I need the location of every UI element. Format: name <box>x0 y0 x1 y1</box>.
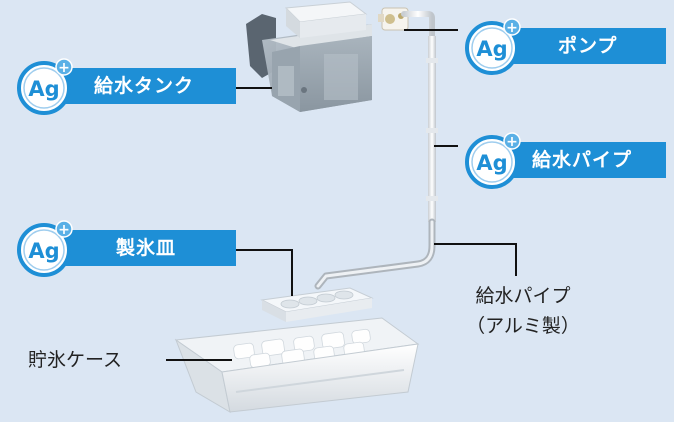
label-ice-storage-case: 貯氷ケース <box>28 348 122 372</box>
ag-badge-icon: Ag+ <box>465 18 521 75</box>
ag-badge-water-tank: Ag+ <box>16 57 74 115</box>
plus-icon-glyph: + <box>58 222 70 238</box>
ag-badge-ring <box>465 135 519 189</box>
callout-label-supply-pipe: 給水パイプ <box>532 149 633 171</box>
callout-ice-tray: 製氷皿 Ag+ <box>17 220 236 277</box>
label-aluminum-pipe-line1: 給水パイプ <box>475 285 571 307</box>
ag-badge-icon: Ag+ <box>17 58 73 115</box>
ag-badge-icon: Ag+ <box>465 132 521 189</box>
ag-badge-inner-ring <box>471 141 513 183</box>
callout-water-tank: 給水タンク Ag+ <box>17 58 236 115</box>
ag-badge-ring <box>17 223 71 277</box>
ag-badge-supply-pipe: Ag+ <box>464 131 522 189</box>
plus-icon <box>55 220 73 238</box>
plus-icon-glyph: + <box>58 60 70 76</box>
ag-badge-inner-ring <box>23 67 65 109</box>
plus-icon-glyph: + <box>506 20 518 36</box>
callout-supply-pipe: 給水パイプ Ag+ <box>465 132 666 189</box>
ag-badge-text: Ag <box>28 77 59 101</box>
ag-badge-inner-ring <box>471 27 513 69</box>
callout-label-pump: ポンプ <box>558 35 618 57</box>
leader-lines <box>166 29 517 361</box>
leader-line-tray <box>236 249 293 296</box>
callout-band-supply-pipe: 給水パイプ <box>496 142 666 178</box>
ag-badge-text: Ag <box>28 239 59 263</box>
supply-pipe-illustration <box>401 11 438 222</box>
callout-band-ice-tray: 製氷皿 <box>48 230 236 266</box>
ag-badge-ring <box>465 21 519 75</box>
plus-icon <box>503 18 521 36</box>
ag-badge-text: Ag <box>476 37 507 61</box>
ice-storage-case-illustration <box>174 317 420 413</box>
ag-badge-icon: Ag+ <box>17 220 73 277</box>
label-aluminum-pipe-line2: （アルミ製） <box>466 315 580 337</box>
label-ice-storage-case-text: 貯氷ケース <box>28 349 123 371</box>
aluminum-pipe-illustration <box>314 218 436 290</box>
ag-badge-ring <box>17 61 71 115</box>
callout-band-pump: ポンプ <box>496 28 666 64</box>
water-tank-illustration <box>246 1 372 112</box>
callout-pump: ポンプ Ag+ <box>465 18 666 75</box>
ice-tray-illustration <box>260 287 374 322</box>
ag-badge-text: Ag <box>476 151 507 175</box>
ag-badge-pump: Ag+ <box>464 17 522 75</box>
plus-icon-glyph: + <box>506 134 518 150</box>
callout-label-ice-tray: 製氷皿 <box>116 237 177 259</box>
callout-band-water-tank: 給水タンク <box>48 68 236 104</box>
leader-line-aluminum-pipe <box>434 243 517 276</box>
ag-badge-ice-tray: Ag+ <box>16 219 74 277</box>
plus-icon <box>55 58 73 76</box>
label-aluminum-pipe: 給水パイプ （アルミ製） <box>458 284 588 338</box>
plus-icon <box>503 132 521 150</box>
ag-badge-inner-ring <box>23 229 65 271</box>
callout-label-water-tank: 給水タンク <box>94 75 195 97</box>
